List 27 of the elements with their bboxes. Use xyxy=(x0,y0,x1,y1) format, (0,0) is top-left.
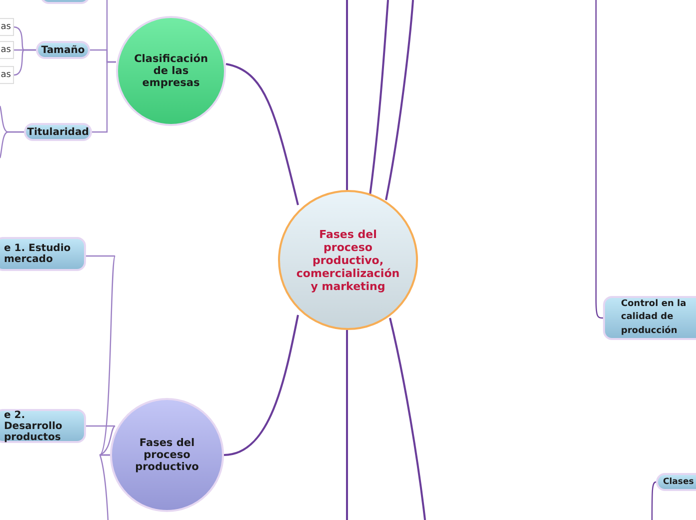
connector-line xyxy=(346,0,348,190)
leaf-box: as xyxy=(0,41,14,59)
connector-line xyxy=(14,49,36,76)
connector-line xyxy=(385,0,414,200)
connector-line xyxy=(651,481,656,520)
connector-line xyxy=(389,318,426,520)
subtopic-box: Control en la calidad de producción xyxy=(603,296,696,340)
central-topic-circle: Fases del proceso productivo, comercialización y marketing xyxy=(278,190,418,330)
connector-line xyxy=(86,255,116,456)
connector-line xyxy=(224,314,299,456)
connector-line xyxy=(595,0,604,319)
subtopic-box: Tamaño xyxy=(36,41,90,59)
connector-line xyxy=(226,63,299,206)
connector-line xyxy=(86,425,116,456)
topic-circle: Clasificación de las empresas xyxy=(116,16,226,126)
subtopic-box: e 1. Estudio mercado xyxy=(0,237,86,271)
connector-line xyxy=(0,131,24,158)
leaf-box: as xyxy=(0,18,14,36)
connector-line xyxy=(346,330,348,520)
topic-circle: Fases del proceso productivo xyxy=(110,398,224,512)
subtopic-box: e 2. Desarrollo productos xyxy=(0,409,86,443)
connector-line xyxy=(92,61,116,133)
leaf-box: as xyxy=(0,66,14,84)
connector-line xyxy=(99,454,110,520)
connector-line xyxy=(369,0,389,196)
subtopic-box: Clases xyxy=(656,473,696,491)
subtopic-box: Titularidad xyxy=(24,123,92,141)
